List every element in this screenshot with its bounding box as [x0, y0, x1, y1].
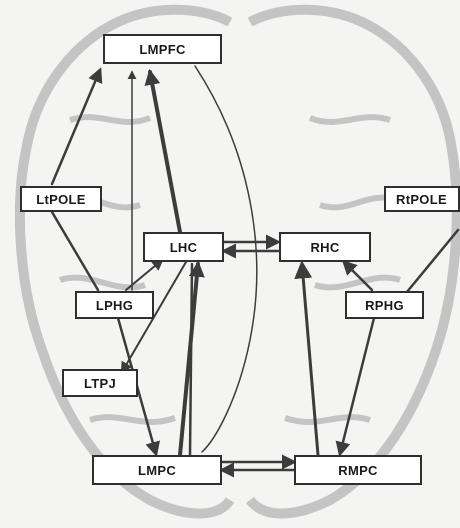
- node-rphg: RPHG: [345, 291, 424, 319]
- node-ltpj-label: LTPJ: [84, 376, 116, 391]
- edge-rmpc-rhc: [302, 264, 318, 455]
- node-lhc: LHC: [143, 232, 224, 262]
- edge-lmpc-lhc-b: [190, 264, 192, 455]
- node-rmpc-label: RMPC: [338, 463, 377, 478]
- node-ltpj: LTPJ: [62, 369, 138, 397]
- node-lphg-label: LPHG: [96, 298, 133, 313]
- edge-lhc-lmpfc: [150, 72, 180, 232]
- node-rtpole-label: RtPOLE: [396, 192, 447, 207]
- edge-ltpole-lmpfc: [52, 70, 100, 184]
- node-lmpc: LMPC: [92, 455, 222, 485]
- node-rphg-label: RPHG: [365, 298, 404, 313]
- node-lmpfc-label: LMPFC: [139, 42, 185, 57]
- node-lmpfc: LMPFC: [103, 34, 222, 64]
- edge-lmpc-lhc-a: [180, 264, 198, 455]
- connections: [52, 66, 458, 470]
- node-rhc: RHC: [279, 232, 371, 262]
- node-lphg: LPHG: [75, 291, 154, 319]
- node-rtpole: RtPOLE: [384, 186, 460, 212]
- node-ltpole-label: LtPOLE: [36, 192, 85, 207]
- node-rhc-label: RHC: [310, 240, 339, 255]
- node-ltpole: LtPOLE: [20, 186, 102, 212]
- node-lmpc-label: LMPC: [138, 463, 176, 478]
- edge-rphg-rmpc: [340, 318, 374, 454]
- brain-outline: [20, 10, 457, 514]
- node-lhc-label: LHC: [170, 240, 198, 255]
- node-rmpc: RMPC: [294, 455, 422, 485]
